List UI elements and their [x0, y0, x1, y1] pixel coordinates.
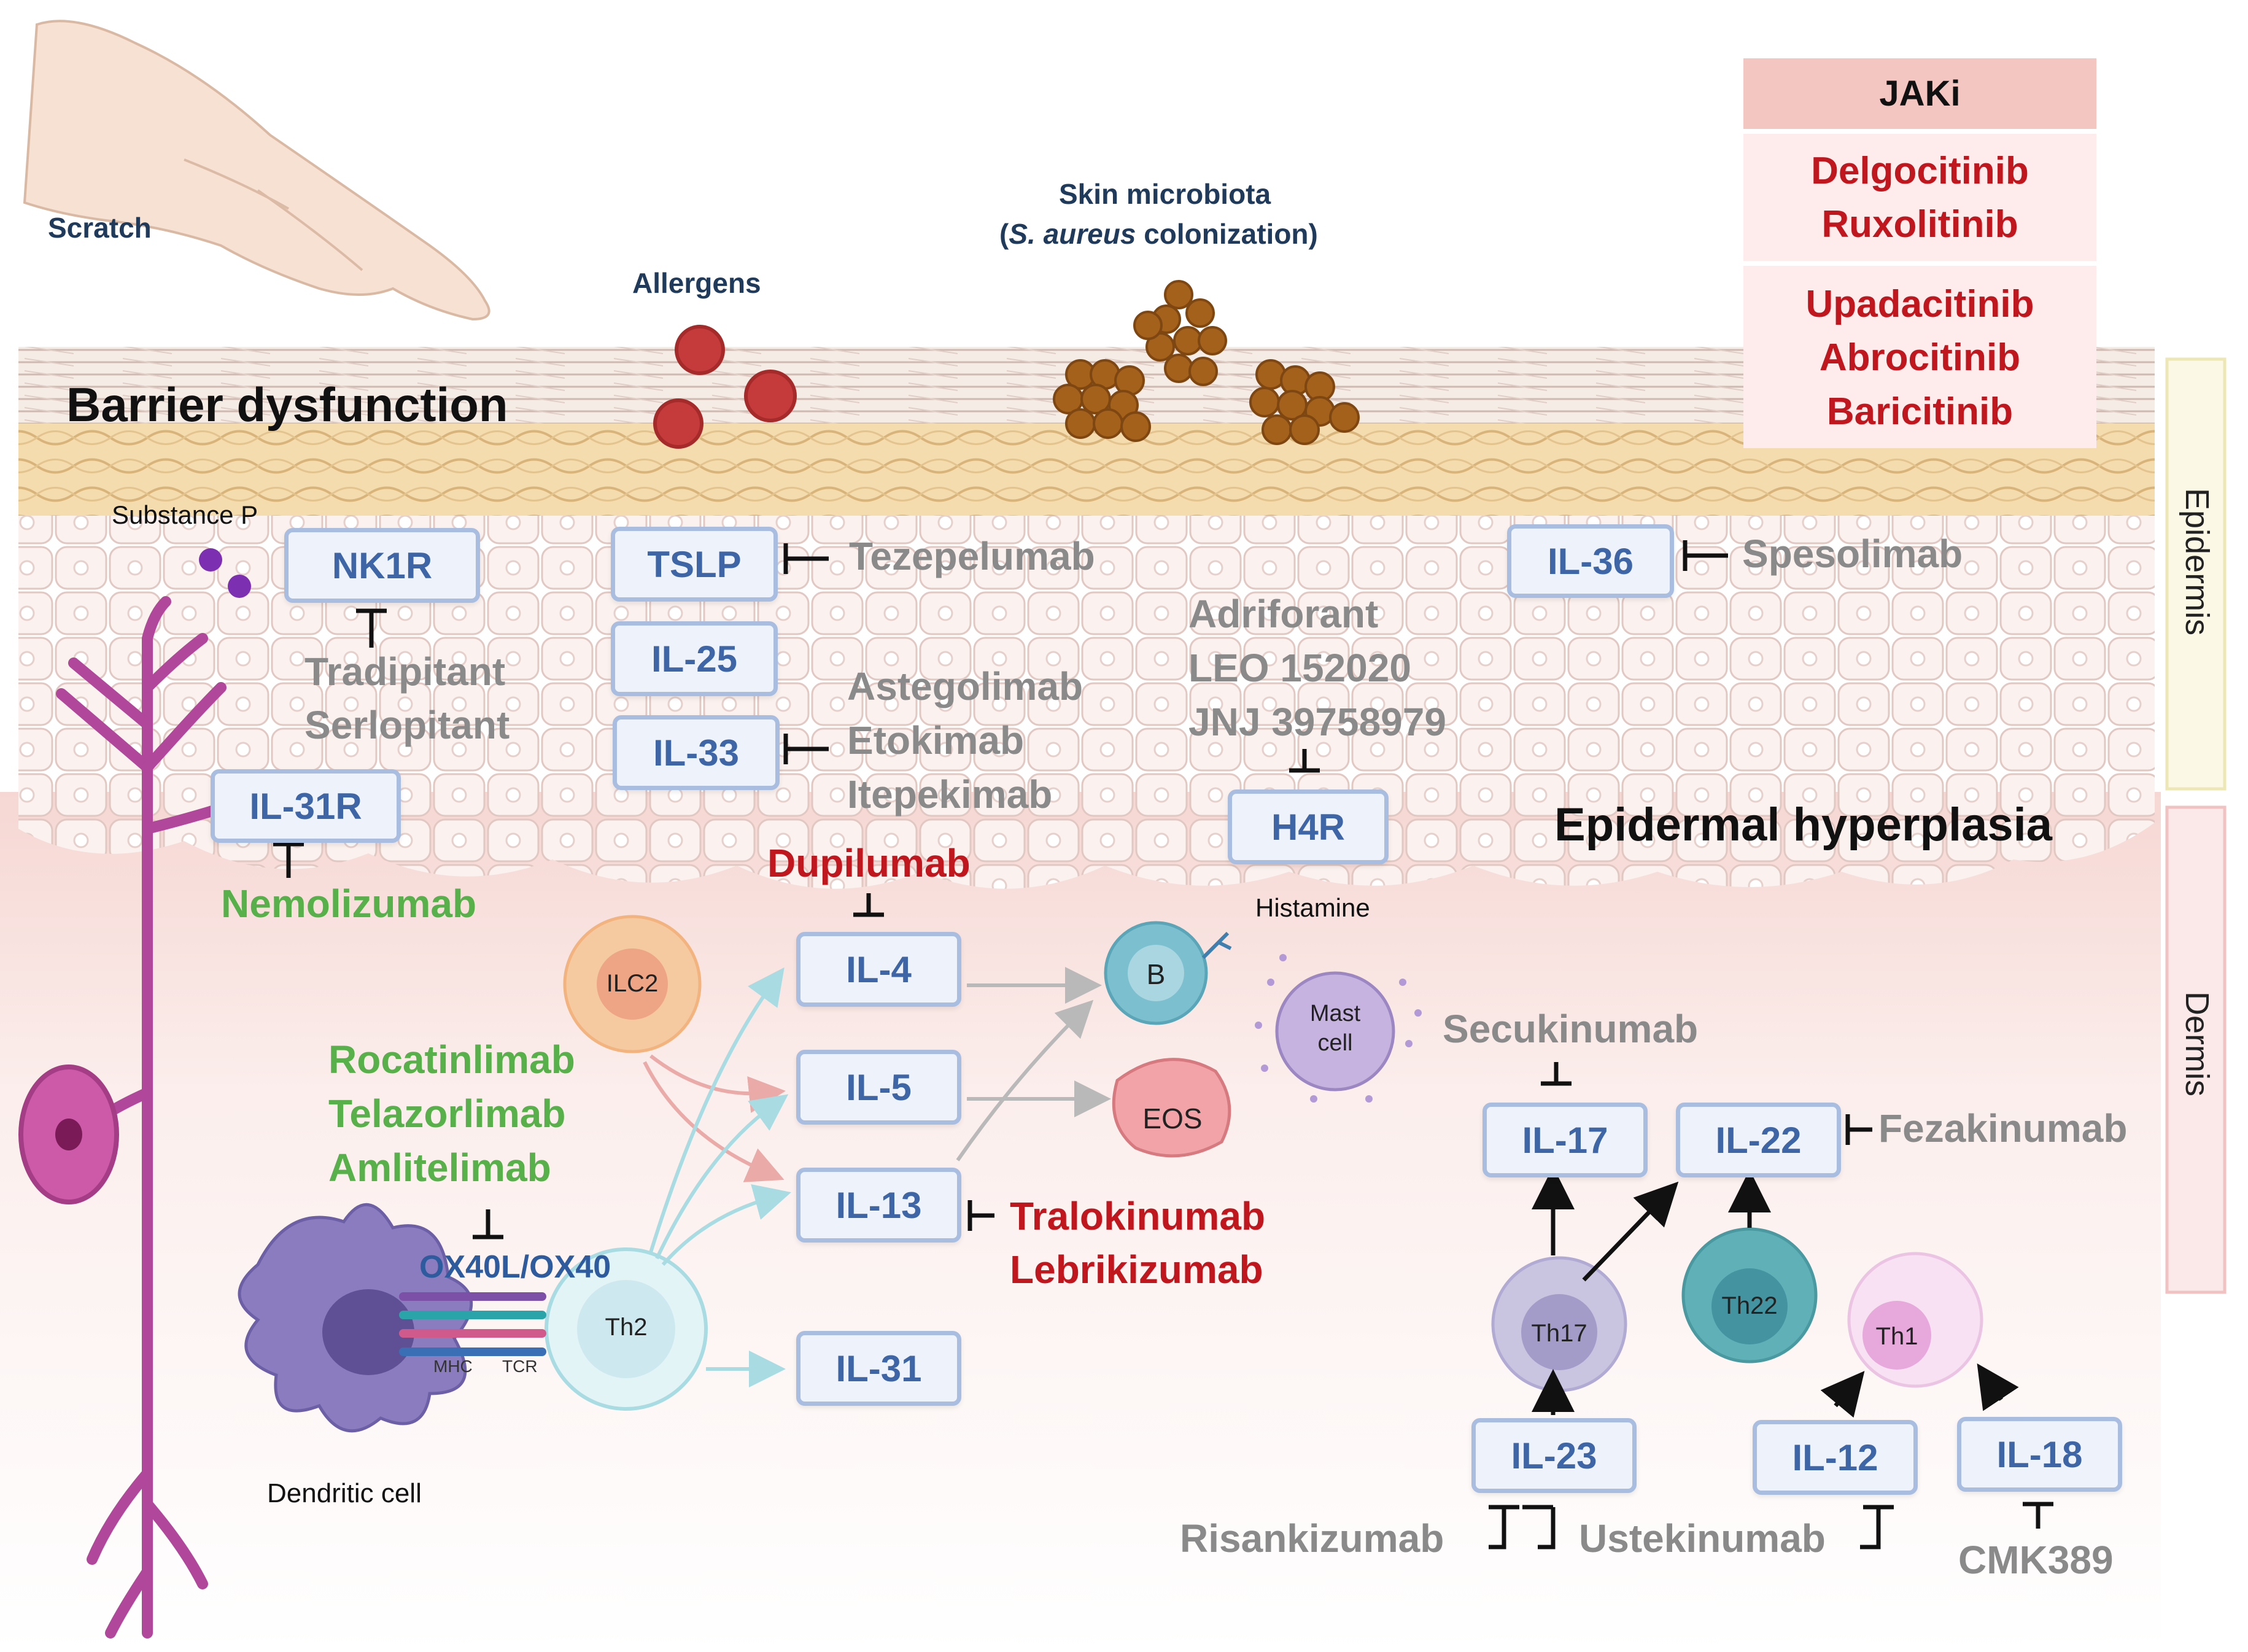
- jaki-drug: Ruxolitinib: [1821, 203, 2018, 246]
- eos-label: EOS: [1142, 1103, 1203, 1134]
- drug-cmk389: CMK389: [1958, 1538, 2114, 1582]
- dendritic-cell-label: Dendritic cell: [267, 1478, 422, 1508]
- drug-etokimab: Etokimab: [847, 718, 1025, 762]
- il13-box: IL-13: [796, 1168, 961, 1243]
- mast-granules: [1255, 954, 1422, 1103]
- jaki-panel: JAKi Delgocitinib Ruxolitinib Upadacitin…: [1743, 58, 2096, 448]
- microbiota-label: Skin microbiota: [1059, 178, 1271, 210]
- jaki-drug: Baricitinib: [1826, 390, 2014, 433]
- eos-cell: [1112, 1058, 1231, 1158]
- epidermis-tag: Epidermis: [2179, 488, 2215, 636]
- mast-cell: [1275, 971, 1395, 1092]
- il23-box: IL-23: [1471, 1418, 1637, 1493]
- drug-spesolimab: Spesolimab: [1742, 532, 1963, 576]
- b-cell-label: B: [1146, 958, 1166, 990]
- drug-jnj-39758979: JNJ 39758979: [1188, 700, 1446, 744]
- drug-telazorlimab: Telazorlimab: [328, 1092, 566, 1136]
- cytokine-arrows: [643, 967, 1111, 1387]
- inhibitor-bars: [273, 540, 2053, 1549]
- jaki-drug: Abrocitinib: [1819, 336, 2021, 379]
- jaki-divider: [1743, 129, 2096, 134]
- drug-tezepelumab: Tezepelumab: [849, 534, 1095, 578]
- tcr-label: TCR: [502, 1357, 538, 1376]
- drug-itepekimab: Itepekimab: [847, 772, 1053, 816]
- drug-amlitelimab: Amlitelimab: [328, 1146, 551, 1190]
- epidermal-hyperplasia-label: Epidermal hyperplasia: [1554, 799, 2052, 851]
- epidermis-cells: [18, 516, 2155, 889]
- drug-leo-152020: LEO 152020: [1188, 646, 1411, 690]
- drug-dupilumab: Dupilumab: [767, 841, 971, 885]
- ox40-label: OX40L/OX40: [419, 1249, 611, 1285]
- drug-fezakinumab: Fezakinumab: [1878, 1106, 2128, 1150]
- jaki-divider: [1743, 261, 2096, 266]
- epidermis-tag-frame: [2165, 357, 2227, 791]
- microbiota-sub-label: (S. aureus colonization): [999, 218, 1318, 250]
- neuron: [56, 596, 239, 1638]
- drug-astegolimab: Astegolimab: [847, 664, 1083, 708]
- th1-label: Th1: [1875, 1323, 1918, 1350]
- nk1r-box: NK1R: [284, 528, 480, 603]
- scratch-label: Scratch: [48, 212, 152, 244]
- jaki-title: JAKi: [1743, 58, 2096, 129]
- il31-box: IL-31: [796, 1331, 961, 1406]
- il22-box: IL-22: [1676, 1103, 1841, 1177]
- mast-cell-label-2: cell: [1317, 1030, 1353, 1056]
- substance-p-molecule: [199, 548, 222, 572]
- mhc-label: MHC: [433, 1357, 473, 1376]
- il5-box: IL-5: [796, 1050, 961, 1125]
- il25-box: IL-25: [611, 621, 778, 696]
- il17-box: IL-17: [1483, 1103, 1648, 1177]
- drug-rocatinlimab: Rocatinlimab: [328, 1037, 575, 1082]
- il18-box: IL-18: [1957, 1417, 2122, 1492]
- allergens-label: Allergens: [632, 267, 761, 299]
- h4r-box: H4R: [1228, 789, 1389, 864]
- th-arrows: [1532, 1166, 2019, 1418]
- th17-label: Th17: [1531, 1320, 1587, 1347]
- barrier-dysfunction-label: Barrier dysfunction: [66, 378, 508, 432]
- drug-tralokinumab: Tralokinumab: [1010, 1194, 1266, 1238]
- histamine-label: Histamine: [1255, 893, 1370, 922]
- drug-adriforant: Adriforant: [1188, 592, 1379, 636]
- substance-p-label: Substance P: [112, 500, 258, 529]
- il12-box: IL-12: [1753, 1420, 1918, 1495]
- il31r-box: IL-31R: [211, 769, 401, 843]
- drug-ustekinumab: Ustekinumab: [1579, 1516, 1826, 1561]
- drug-nemolizumab: Nemolizumab: [221, 882, 477, 926]
- jaki-drug: Delgocitinib: [1811, 150, 2029, 192]
- dermis-tag-frame: [2165, 805, 2227, 1294]
- allergen-particles: [653, 325, 797, 449]
- il4-box: IL-4: [796, 932, 961, 1007]
- il33-box: IL-33: [613, 715, 780, 790]
- drug-serlopitant: Serlopitant: [304, 703, 510, 747]
- th2-label: Th2: [605, 1314, 648, 1341]
- jaki-drug: Upadacitinib: [1805, 283, 2034, 325]
- drug-tradipitant: Tradipitant: [304, 650, 506, 694]
- hand-illustration: [23, 20, 490, 321]
- ilc2-label: ILC2: [606, 970, 659, 997]
- th22-label: Th22: [1721, 1292, 1778, 1319]
- drug-secukinumab: Secukinumab: [1443, 1007, 1699, 1051]
- substance-p-molecule: [228, 575, 251, 598]
- tslp-box: TSLP: [611, 527, 778, 602]
- drug-lebrikizumab: Lebrikizumab: [1010, 1247, 1263, 1292]
- dermis-tag: Dermis: [2179, 991, 2215, 1096]
- drug-risankizumab: Risankizumab: [1180, 1516, 1444, 1561]
- s-aureus-clusters: [1053, 280, 1360, 445]
- il36-box: IL-36: [1507, 524, 1674, 598]
- mast-cell-label-1: Mast: [1309, 1001, 1361, 1026]
- mhc-tcr-complex: [399, 1292, 546, 1356]
